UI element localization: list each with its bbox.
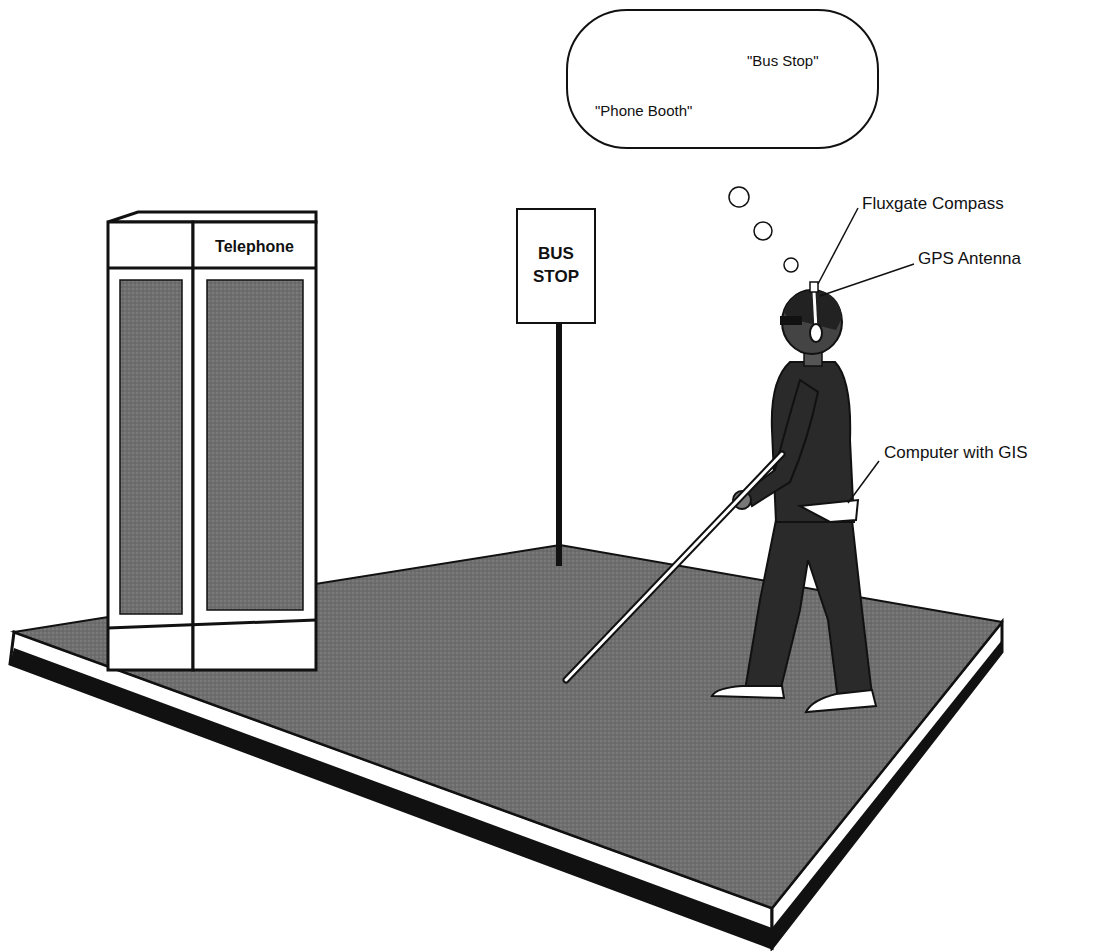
booth-left-face (108, 222, 193, 670)
bus-stop-sign: BUS STOP (516, 208, 596, 324)
pedestrian-figure (566, 282, 876, 712)
node-text: "Bus Stop" (747, 52, 819, 69)
thought-bubble: "Bus Stop" "Phone Booth" (565, 8, 880, 150)
leader-line (848, 461, 879, 503)
leader-line (820, 264, 914, 296)
thought-dot (754, 222, 772, 240)
node-text: BUS STOP (533, 243, 579, 289)
part-label: Fluxgate Compass (860, 194, 1006, 214)
booth-line (108, 267, 316, 270)
booth-panel (120, 280, 182, 614)
thought-dot (784, 258, 798, 272)
part-label: Computer with GIS (882, 443, 1030, 463)
booth-right-face (193, 222, 316, 670)
booth-sign: Telephone (195, 226, 314, 267)
node-text: Telephone (215, 238, 294, 256)
booth-panel (207, 280, 303, 610)
leader-line (818, 208, 858, 284)
sign-pole (556, 322, 562, 566)
part-label: GPS Antenna (916, 249, 1023, 269)
bubble-outline (565, 8, 880, 150)
booth-line (108, 620, 316, 628)
node-text: "Phone Booth" (595, 102, 692, 119)
thought-dot (729, 187, 749, 207)
